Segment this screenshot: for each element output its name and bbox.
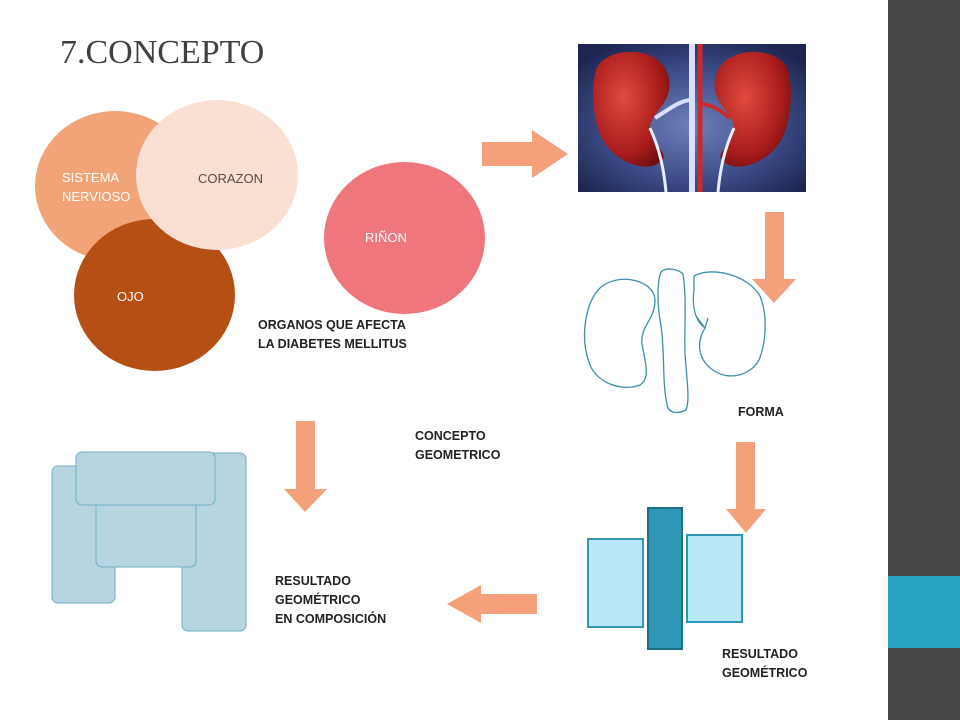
resultado-geometrico-caption: RESULTADO GEOMÉTRICO	[722, 647, 808, 680]
arrow-down-to-outline	[752, 212, 796, 303]
kidney-illustration	[578, 44, 806, 193]
ojo-label: OJO	[117, 289, 144, 304]
arrow-right	[482, 130, 568, 178]
forma-caption: FORMA	[738, 405, 784, 419]
diagram-graphics	[51, 44, 806, 650]
geometric-blocks	[587, 507, 743, 650]
geometric-composition	[51, 451, 247, 632]
kidney-outline-sketch	[583, 268, 766, 414]
sidebar-accent-block	[888, 576, 960, 648]
arrow-down-to-blocks	[726, 442, 766, 533]
organos-afecta-caption: ORGANOS QUE AFECTA LA DIABETES MELLITUS	[258, 318, 407, 351]
right-kidney-shape	[714, 51, 791, 167]
resultado-composicion-caption: RESULTADO GEOMÉTRICO EN COMPOSICIÓN	[275, 574, 387, 626]
concepto-geometrico-caption: CONCEPTO GEOMETRICO	[415, 429, 501, 462]
left-kidney-shape	[593, 51, 670, 167]
sistema-nervioso-label: SISTEMA NERVIOSO	[62, 170, 131, 204]
corazon-circle	[136, 100, 298, 250]
slide-title: 7.CONCEPTO	[60, 34, 265, 71]
arrow-down-concept	[284, 421, 327, 512]
arrow-left	[447, 585, 537, 623]
corazon-label: CORAZON	[198, 171, 263, 186]
rinon-label: RIÑON	[365, 230, 407, 245]
rinon-circle	[324, 162, 485, 314]
